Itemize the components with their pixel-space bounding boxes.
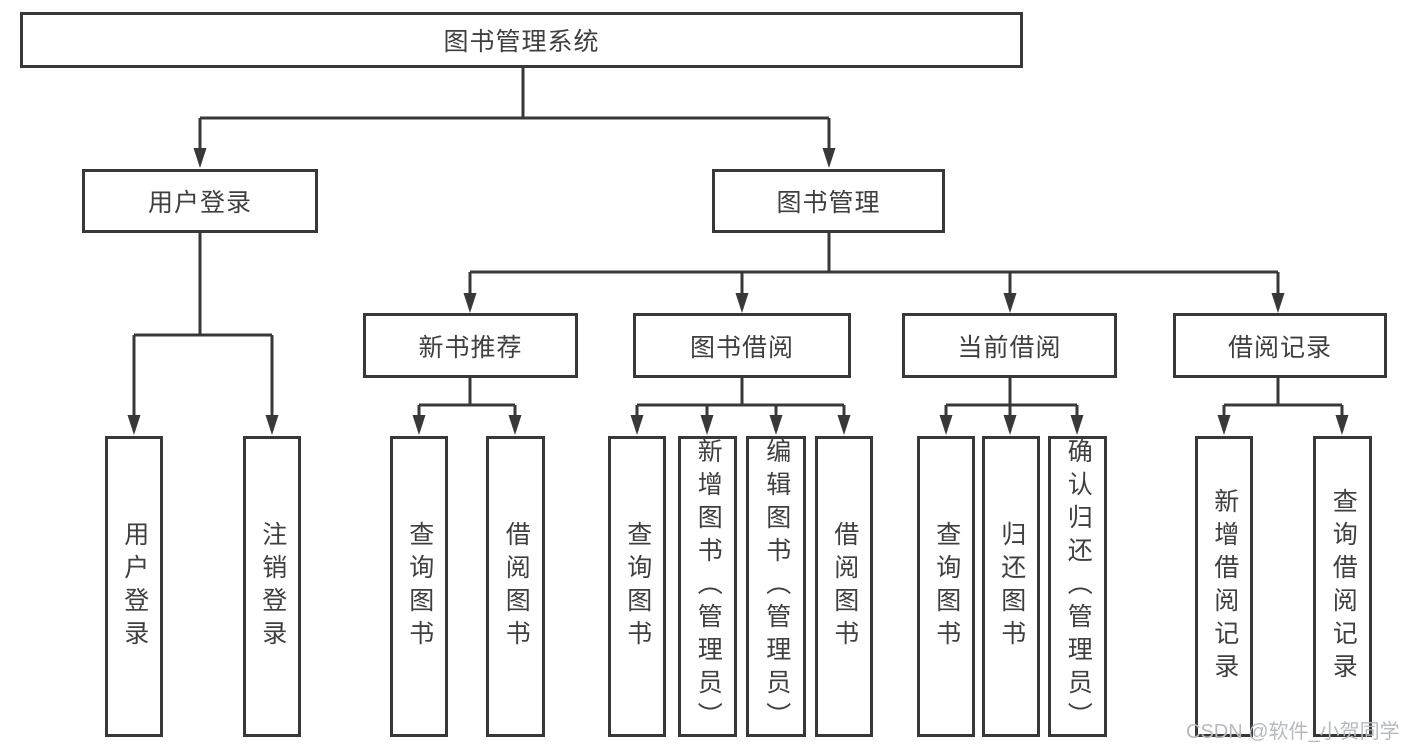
leaf-add-book-admin-label: 新增图书（管理员） bbox=[694, 438, 723, 735]
leaf-query-books-borrow: 查询图书 bbox=[608, 436, 666, 737]
leaf-add-borrow-record-label: 新增借阅记录 bbox=[1210, 487, 1239, 686]
node-user-login-label: 用户登录 bbox=[147, 189, 252, 217]
node-library-system: 图书管理系统 bbox=[20, 12, 1023, 68]
leaf-borrow-books: 借阅图书 bbox=[815, 436, 873, 737]
leaf-add-book-admin: 新增图书（管理员） bbox=[678, 436, 737, 737]
leaf-logout: 注销登录 bbox=[243, 436, 301, 737]
node-new-book-recommend-label: 新书推荐 bbox=[418, 333, 523, 362]
leaf-return-book: 归还图书 bbox=[982, 436, 1040, 737]
node-new-book-recommend: 新书推荐 bbox=[363, 313, 578, 378]
leaf-confirm-return-admin-label: 确认归还（管理员） bbox=[1064, 438, 1093, 735]
node-borrowing-records: 借阅记录 bbox=[1173, 313, 1387, 378]
leaf-user-login-label: 用户登录 bbox=[120, 520, 149, 653]
leaf-query-books-current: 查询图书 bbox=[917, 436, 975, 737]
leaf-borrow-books-label: 借阅图书 bbox=[830, 520, 859, 653]
leaf-add-borrow-record: 新增借阅记录 bbox=[1195, 436, 1253, 737]
leaf-return-book-label: 归还图书 bbox=[997, 520, 1026, 653]
leaf-borrow-books-recommend: 借阅图书 bbox=[486, 436, 545, 737]
leaf-borrow-books-recommend-label: 借阅图书 bbox=[502, 520, 531, 653]
leaf-query-books-recommend: 查询图书 bbox=[390, 436, 448, 737]
leaf-edit-book-admin: 编辑图书（管理员） bbox=[746, 436, 806, 737]
node-book-borrowing-label: 图书借阅 bbox=[689, 333, 794, 362]
leaf-query-books-recommend-label: 查询图书 bbox=[405, 520, 434, 653]
leaf-query-borrow-record-label: 查询借阅记录 bbox=[1329, 487, 1358, 686]
node-book-borrowing: 图书借阅 bbox=[633, 313, 851, 378]
node-book-management-label: 图书管理 bbox=[776, 189, 881, 217]
node-user-login: 用户登录 bbox=[82, 169, 318, 233]
leaf-query-books-borrow-label: 查询图书 bbox=[623, 520, 652, 653]
node-current-borrowing: 当前借阅 bbox=[902, 313, 1117, 378]
node-book-management: 图书管理 bbox=[712, 169, 945, 233]
node-library-system-label: 图书管理系统 bbox=[443, 28, 600, 56]
leaf-user-login: 用户登录 bbox=[105, 436, 163, 737]
watermark: CSDN @软件_小贺同学 bbox=[1186, 721, 1400, 743]
node-borrowing-records-label: 借阅记录 bbox=[1227, 333, 1332, 362]
leaf-query-books-current-label: 查询图书 bbox=[932, 520, 961, 653]
leaf-logout-label: 注销登录 bbox=[258, 520, 287, 653]
leaf-edit-book-admin-label: 编辑图书（管理员） bbox=[762, 438, 791, 735]
leaf-confirm-return-admin: 确认归还（管理员） bbox=[1048, 436, 1107, 737]
leaf-query-borrow-record: 查询借阅记录 bbox=[1313, 436, 1372, 737]
node-current-borrowing-label: 当前借阅 bbox=[957, 333, 1062, 362]
